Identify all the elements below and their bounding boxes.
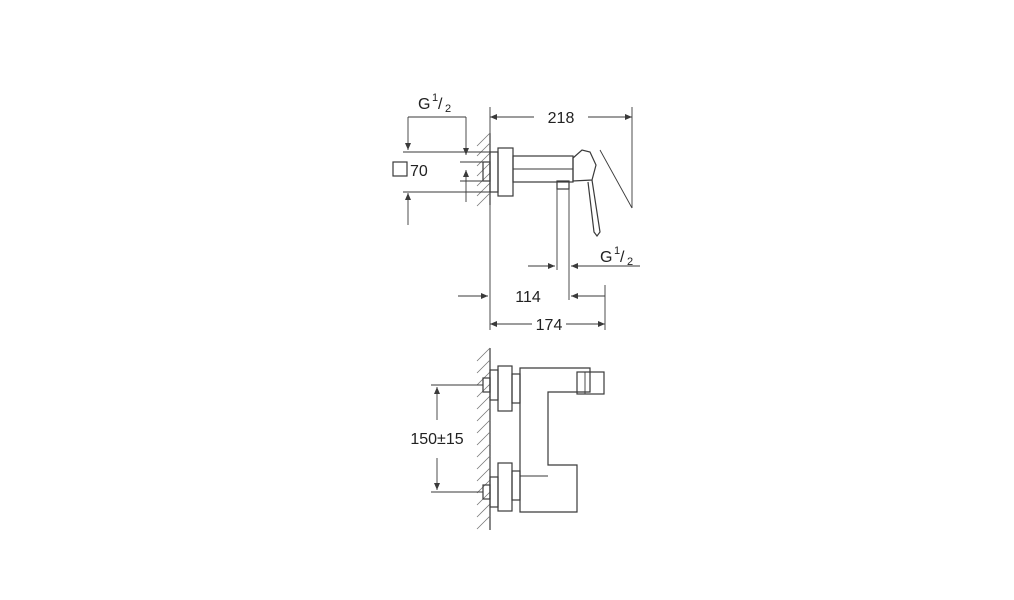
- inlet-thread-sub: 2: [445, 103, 451, 115]
- wall-front: [476, 347, 491, 530]
- inlet-thread-sup: 1: [432, 92, 438, 104]
- dim-70-label: 70: [410, 163, 428, 180]
- side-view: 218 G 1 / 2 70 G 1 / 2: [392, 92, 640, 334]
- rosette-side: [489, 151, 499, 193]
- inlet-thread-label: G 1 / 2: [418, 92, 451, 115]
- mixer-body-front: [519, 367, 591, 513]
- outlet-thread-sup: 1: [614, 245, 620, 257]
- upper-nut: [511, 373, 521, 404]
- lower-rosette: [489, 476, 499, 508]
- square-icon: [392, 161, 408, 177]
- dim-174-label: 174: [536, 317, 563, 334]
- lever-side: [587, 179, 601, 237]
- dim-218-label: 218: [548, 110, 575, 127]
- spout-front: [576, 371, 605, 395]
- lower-nut: [511, 470, 521, 501]
- outlet-thread-slash: /: [620, 249, 625, 266]
- inlet-thread-slash: /: [438, 96, 443, 113]
- outlet-thread-sub: 2: [627, 256, 633, 268]
- lower-eccentric: [497, 462, 513, 512]
- upper-eccentric: [497, 365, 513, 412]
- lower-stub: [482, 484, 491, 500]
- dim-150-label: 150±15: [410, 431, 463, 448]
- dim-114-label: 114: [515, 289, 541, 306]
- spout-connector: [556, 180, 570, 190]
- handle-side: [572, 149, 597, 182]
- upper-rosette: [489, 369, 499, 401]
- eccentric-side: [497, 147, 514, 197]
- outlet-thread-main: G: [600, 249, 612, 266]
- front-view: 150±15: [410, 347, 605, 530]
- outlet-thread-label: G 1 / 2: [600, 245, 633, 268]
- inlet-stub: [482, 161, 491, 182]
- inlet-thread-main: G: [418, 96, 430, 113]
